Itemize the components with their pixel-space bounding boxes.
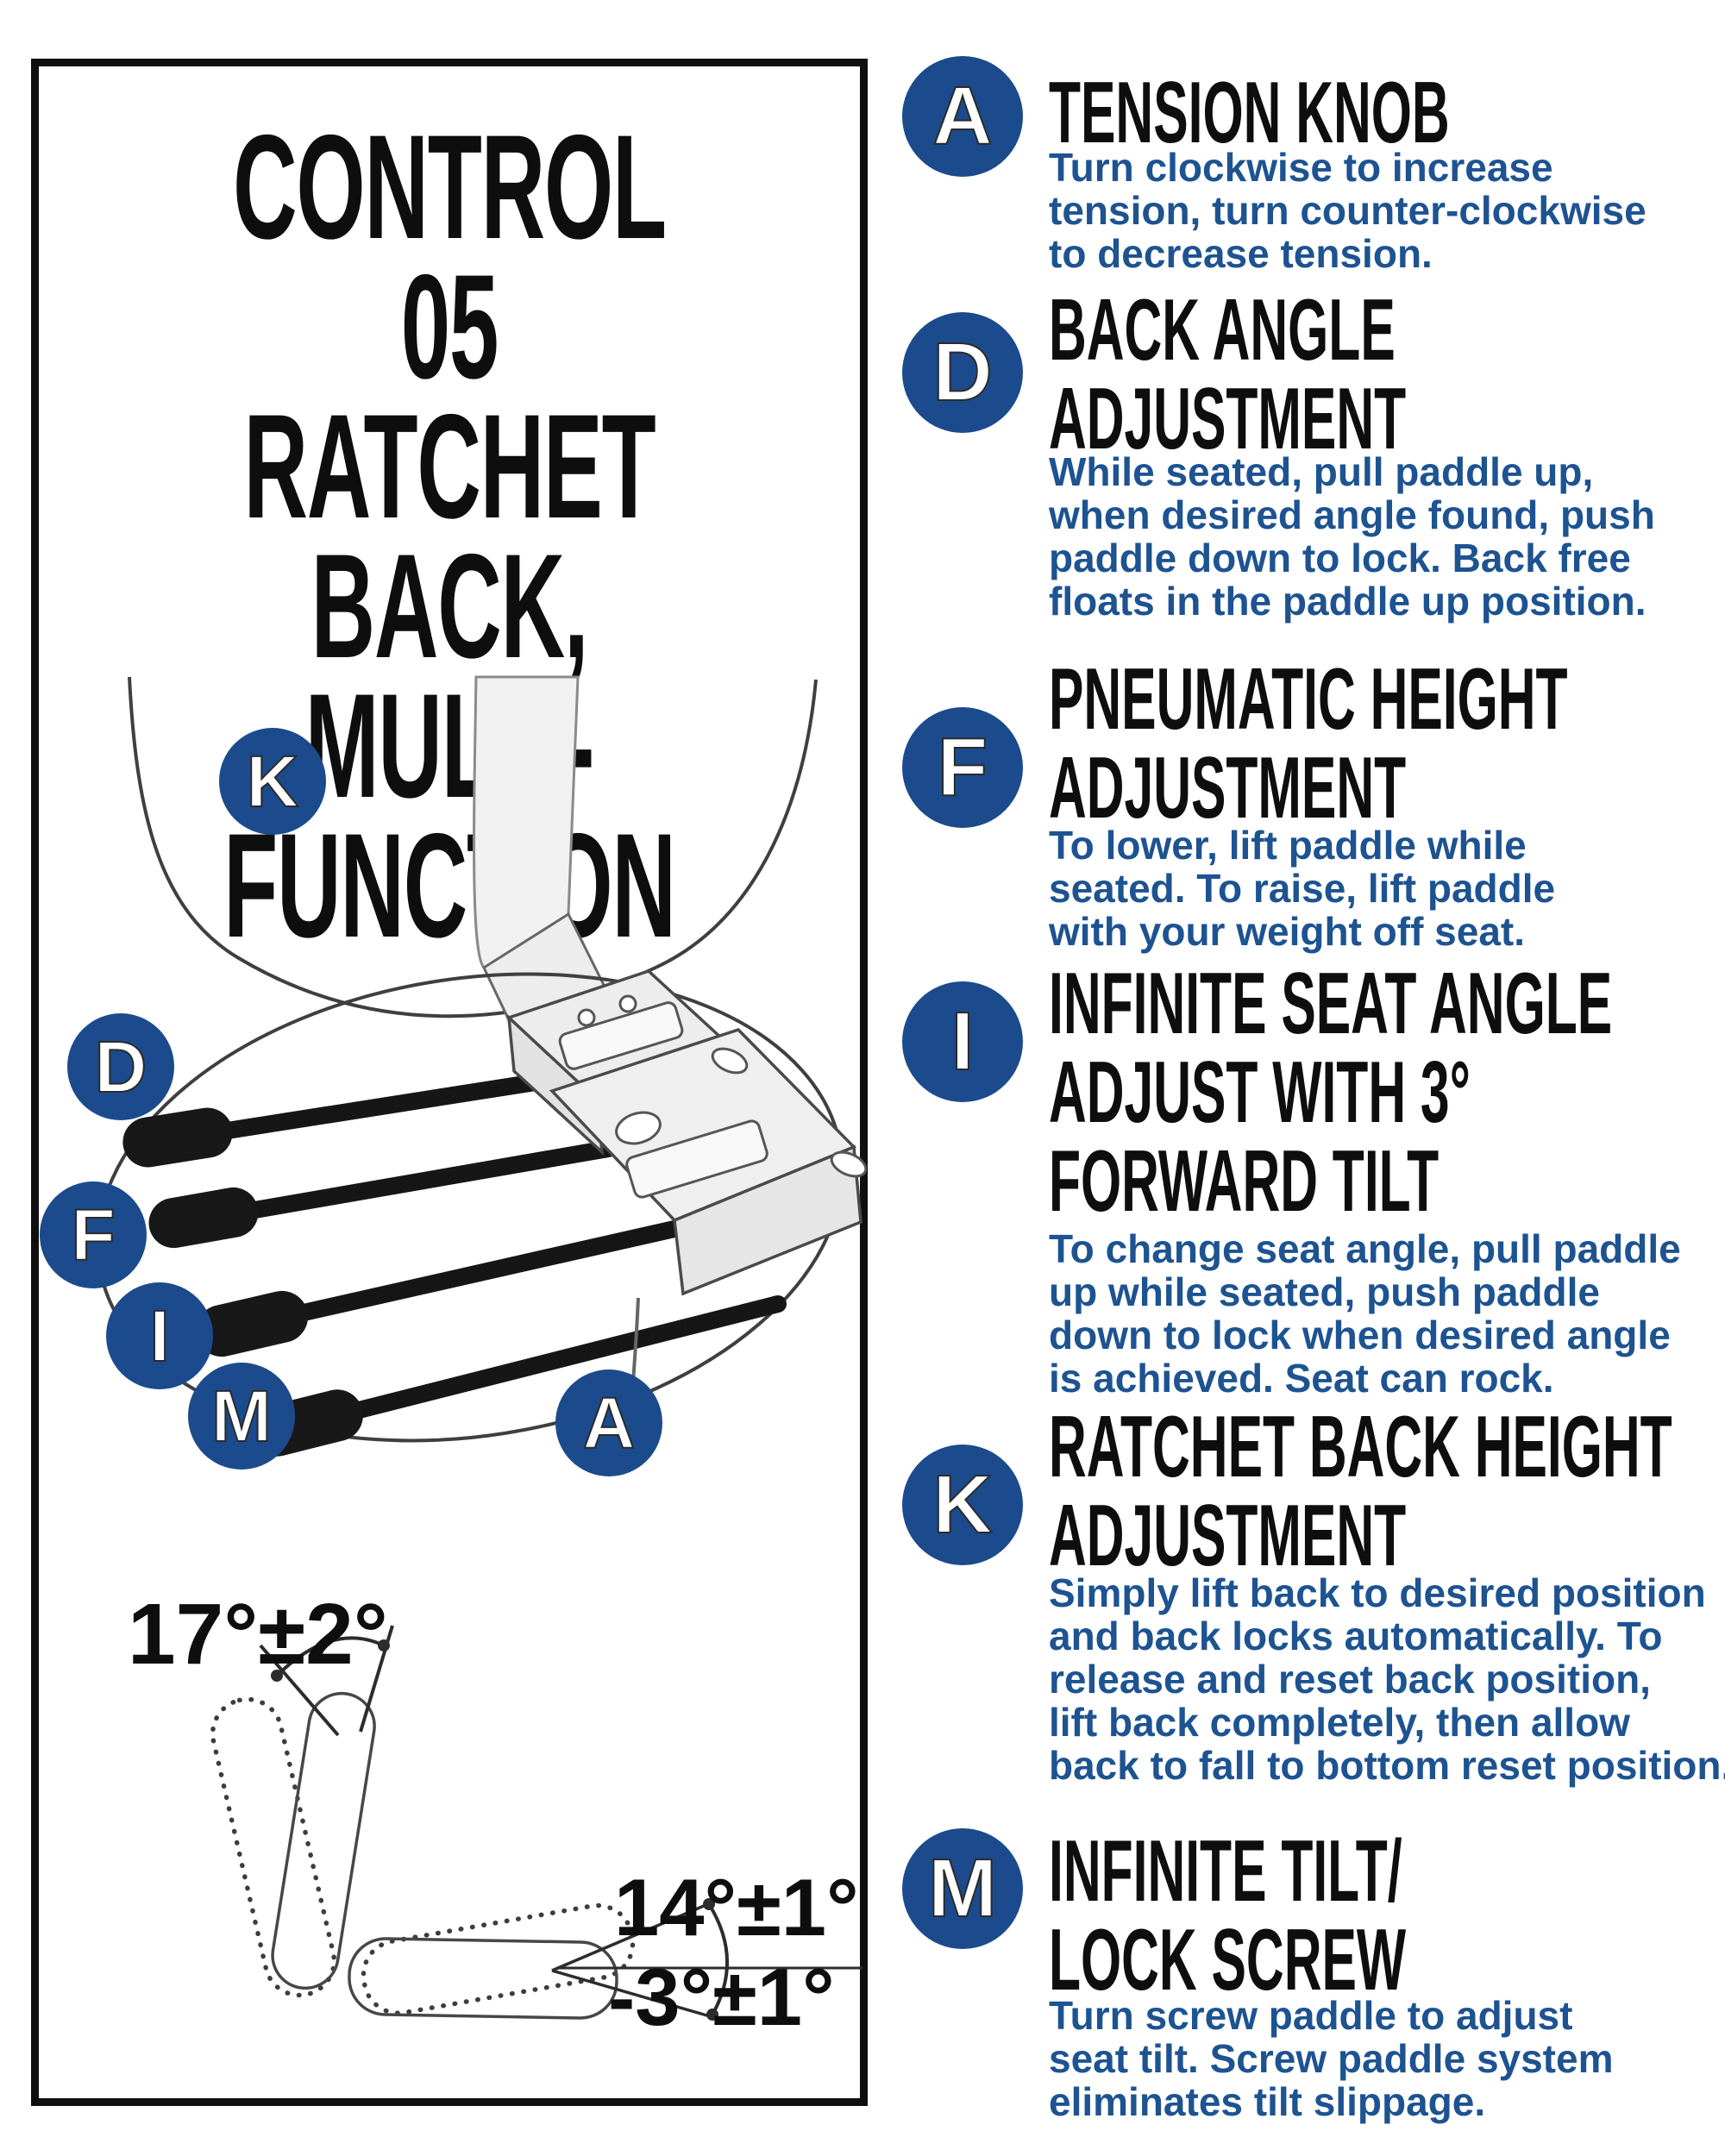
diagram-label-f: F: [40, 1181, 147, 1288]
section-body-a: Turn clockwise to increase tension, turn…: [1049, 145, 1647, 276]
diagram-label-d-letter: D: [94, 1025, 148, 1108]
section-heading-i: INFINITE SEAT ANGLE ADJUST WITH 3° FORWA…: [1049, 956, 1613, 1230]
section-heading-d: BACK ANGLE ADJUSTMENT: [1049, 282, 1407, 467]
seat-tilt-down-value: -3°±1°: [608, 1952, 835, 2042]
mechanism-diagram: [96, 675, 867, 1463]
section-badge-a-letter: A: [932, 69, 993, 163]
section-badge-d-letter: D: [932, 325, 993, 419]
section-badge-k-letter: K: [932, 1457, 993, 1551]
section-heading-m: INFINITE TILT/ LOCK SCREW: [1049, 1823, 1407, 2009]
section-heading-a: TENSION KNOB: [1049, 65, 1450, 161]
seat-angle-diagram: [210, 1625, 862, 2021]
section-body-k: Simply lift back to desired position and…: [1049, 1570, 1725, 1788]
section-badge-k: K: [902, 1445, 1023, 1565]
diagram-label-d: D: [67, 1013, 174, 1120]
section-badge-d: D: [902, 312, 1023, 433]
diagram-label-f-letter: F: [70, 1194, 116, 1276]
section-body-f: To lower, lift paddle while seated. To r…: [1049, 823, 1556, 954]
section-badge-i: I: [902, 981, 1023, 1102]
diagram-label-i: I: [106, 1282, 213, 1389]
diagram-label-m: M: [188, 1363, 295, 1470]
back-angle-value: 17°±2°: [128, 1586, 388, 1683]
diagram-label-k-letter: K: [246, 740, 300, 823]
diagram-label-a: A: [555, 1369, 662, 1476]
section-heading-f: PNEUMATIC HEIGHT ADJUSTMENT: [1049, 651, 1568, 837]
page-title: CONTROL 05 RATCHET BACK, MULTI-FUNCTION: [223, 104, 676, 968]
seat-tilt-up-value: 14°±1°: [614, 1862, 859, 1952]
section-badge-a: A: [902, 56, 1023, 177]
diagram-label-m-letter: M: [210, 1375, 273, 1457]
section-heading-k: RATCHET BACK HEIGHT ADJUSTMENT: [1049, 1399, 1672, 1584]
section-badge-i-letter: I: [950, 994, 975, 1088]
section-badge-f-letter: F: [937, 720, 989, 814]
diagram-label-k: K: [219, 728, 326, 835]
section-badge-m-letter: M: [927, 1841, 998, 1935]
section-body-i: To change seat angle, pull paddle up whi…: [1049, 1226, 1681, 1401]
diagram-label-a-letter: A: [582, 1382, 637, 1464]
section-body-m: Turn screw paddle to adjust seat tilt. S…: [1049, 1993, 1614, 2124]
section-body-d: While seated, pull paddle up, when desir…: [1049, 449, 1655, 624]
diagram-label-i-letter: I: [148, 1294, 170, 1377]
section-badge-f: F: [902, 707, 1023, 828]
section-badge-m: M: [902, 1828, 1023, 1949]
